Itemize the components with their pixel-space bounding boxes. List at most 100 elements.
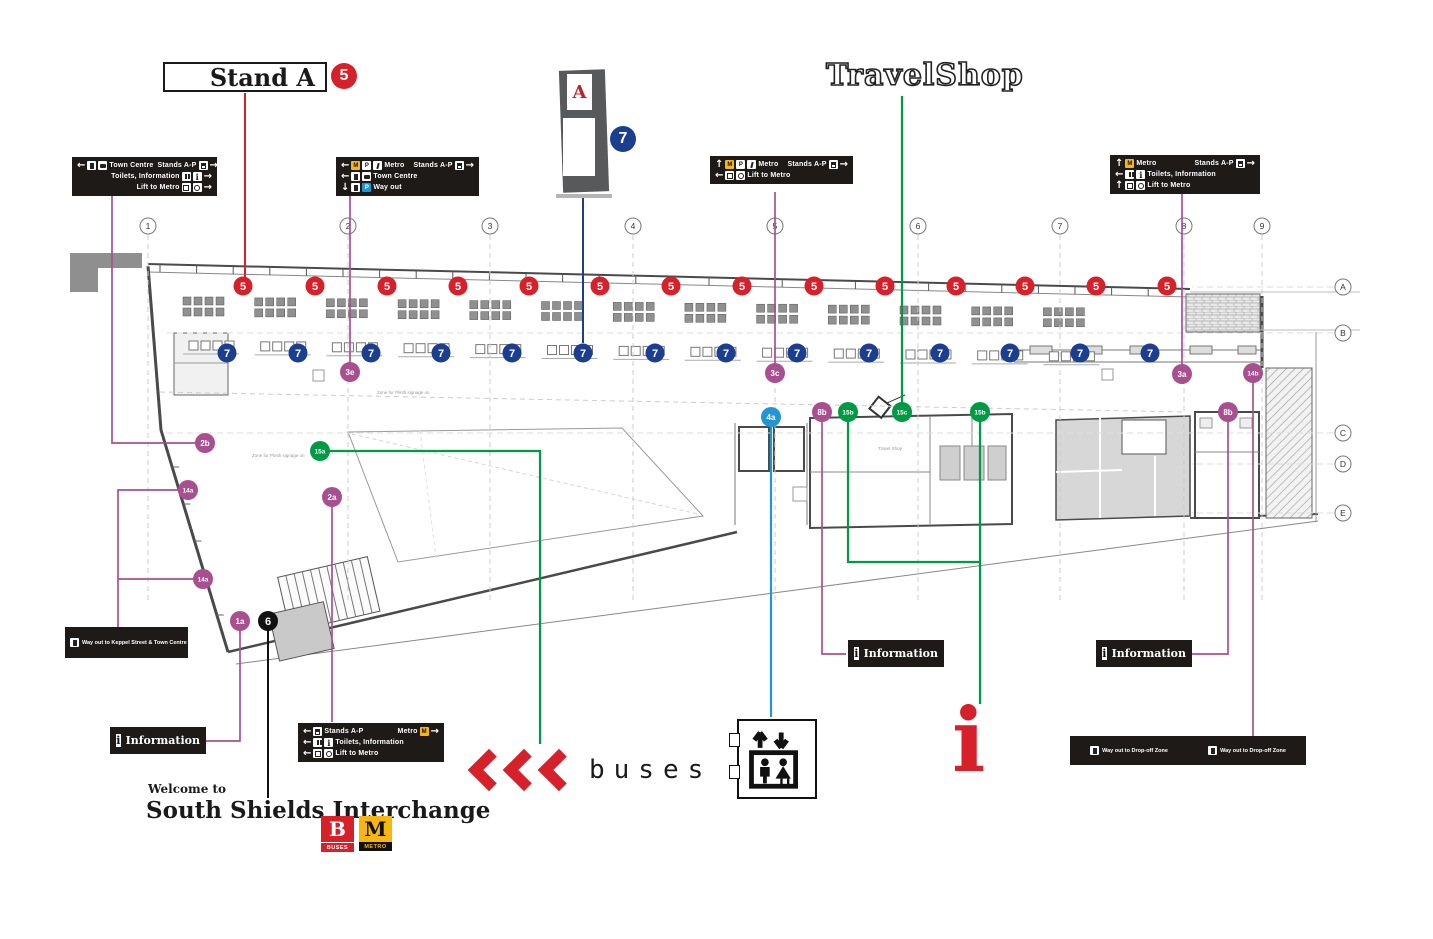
svg-text:A: A (1340, 282, 1346, 292)
sign-destination: Lift to Metro (1147, 182, 1191, 189)
marker-7: 7 (1140, 343, 1160, 363)
operator-logos: B BUSES M METRO (321, 816, 392, 852)
sign-destination: Toilets, Information (335, 739, 404, 746)
grid-row-E: E (1334, 504, 1352, 522)
lift-icon (737, 719, 817, 799)
grid-row-C: C (1334, 424, 1352, 442)
arrow-right-icon: → (1246, 158, 1255, 169)
door-icon (1208, 746, 1218, 755)
marker-4a: 4a (761, 407, 781, 427)
m-icon: M (1125, 159, 1135, 168)
arrow-left-icon: ← (341, 171, 350, 182)
svg-text:B: B (1340, 328, 1346, 338)
info-icon: i (116, 734, 121, 747)
sign-destination: Stands A-P (787, 161, 827, 168)
sign-destination: Lift to Metro (747, 172, 791, 179)
svg-text:7: 7 (509, 348, 515, 360)
panel-icon (454, 161, 464, 170)
sign-destination: Toilets, Information (1147, 171, 1216, 178)
wc-icon (313, 738, 323, 747)
marker-7: 7 (716, 343, 736, 363)
pblue-icon: P (362, 183, 372, 192)
wayout-keppel-sign: Way out to Keppel Street & Town Centre (65, 627, 188, 658)
svg-text:6: 6 (916, 221, 921, 231)
svg-text:8b: 8b (817, 408, 826, 417)
svg-text:5: 5 (1022, 281, 1028, 293)
svg-text:3a: 3a (1178, 370, 1187, 379)
leader-line (846, 421, 980, 564)
arrow-right-icon: → (209, 160, 218, 171)
wc-icon (181, 172, 191, 181)
door-icon (87, 161, 97, 170)
marker-7: 7 (859, 343, 879, 363)
svg-text:8b: 8b (1223, 408, 1232, 417)
svg-text:5: 5 (597, 281, 603, 293)
arrow-right-icon: → (203, 182, 212, 193)
arrow-left-icon: ← (303, 748, 312, 759)
marker-2a: 2a (322, 487, 342, 507)
travelshop-label: TravelShop (825, 57, 1024, 94)
lift-tab (729, 765, 740, 779)
svg-text:5: 5 (1164, 281, 1170, 293)
marker-6: 6 (258, 611, 278, 631)
metro-logo-caption: METRO (359, 842, 392, 851)
marker-5: 5 (233, 276, 253, 296)
sign-destination: Way out (373, 184, 402, 191)
svg-text:7: 7 (1077, 348, 1083, 360)
lift-icon (1125, 181, 1135, 190)
info-icon: i (192, 172, 202, 182)
svg-text:15b: 15b (974, 409, 985, 416)
marker-15c: 15c (892, 402, 912, 422)
svg-text:5: 5 (240, 281, 246, 293)
marker-5: 5 (732, 276, 752, 296)
lift-icon (725, 171, 735, 180)
marker-7: 7 (645, 343, 665, 363)
totem-7-badge: 7 (610, 126, 636, 152)
wayout-dropoff-text: Way out to Drop-off Zone (1220, 747, 1286, 754)
svg-text:14a: 14a (183, 487, 194, 494)
sign-destination: Stands A-P (324, 728, 364, 735)
svg-text:5: 5 (739, 281, 745, 293)
svg-text:1a: 1a (236, 617, 245, 626)
arrow-left-icon: ← (77, 160, 86, 171)
marker-8b: 8b (1218, 402, 1238, 422)
totem-screen (563, 118, 595, 176)
sign-destination: Metro (384, 162, 405, 169)
leader-line (1182, 421, 1229, 655)
door-icon (70, 638, 79, 647)
marker-15b: 15b (970, 402, 990, 422)
grid-column-1: 1 (139, 217, 157, 235)
leader-line (821, 421, 846, 655)
arrow-down-icon: ↓ (341, 182, 350, 193)
grid-column-7: 7 (1051, 217, 1069, 235)
totem-stand-letter: A (567, 74, 592, 110)
svg-text:5: 5 (384, 281, 390, 293)
arrow-left-icon: ← (341, 160, 350, 171)
sign-destination: Stands A-P (413, 162, 453, 169)
marker-5: 5 (1157, 276, 1177, 296)
svg-text:7: 7 (368, 348, 374, 360)
leader-line (329, 449, 542, 744)
information-label: Information (125, 734, 200, 747)
svg-text:5: 5 (526, 281, 532, 293)
marker-8b: 8b (812, 402, 832, 422)
marker-2b: 2b (195, 433, 215, 453)
leader-line (195, 630, 241, 742)
totem-base (556, 194, 612, 198)
buses-logo-caption: BUSES (321, 842, 354, 852)
door-icon (1090, 746, 1100, 755)
svg-text:7: 7 (937, 348, 943, 360)
marker-7: 7 (288, 343, 308, 363)
arrow-left-icon: ← (715, 170, 724, 181)
svg-text:D: D (1340, 459, 1346, 469)
walk-icon (373, 161, 383, 170)
sign-destination: Metro (397, 728, 418, 735)
plan-note: Travel Shop (878, 446, 903, 451)
